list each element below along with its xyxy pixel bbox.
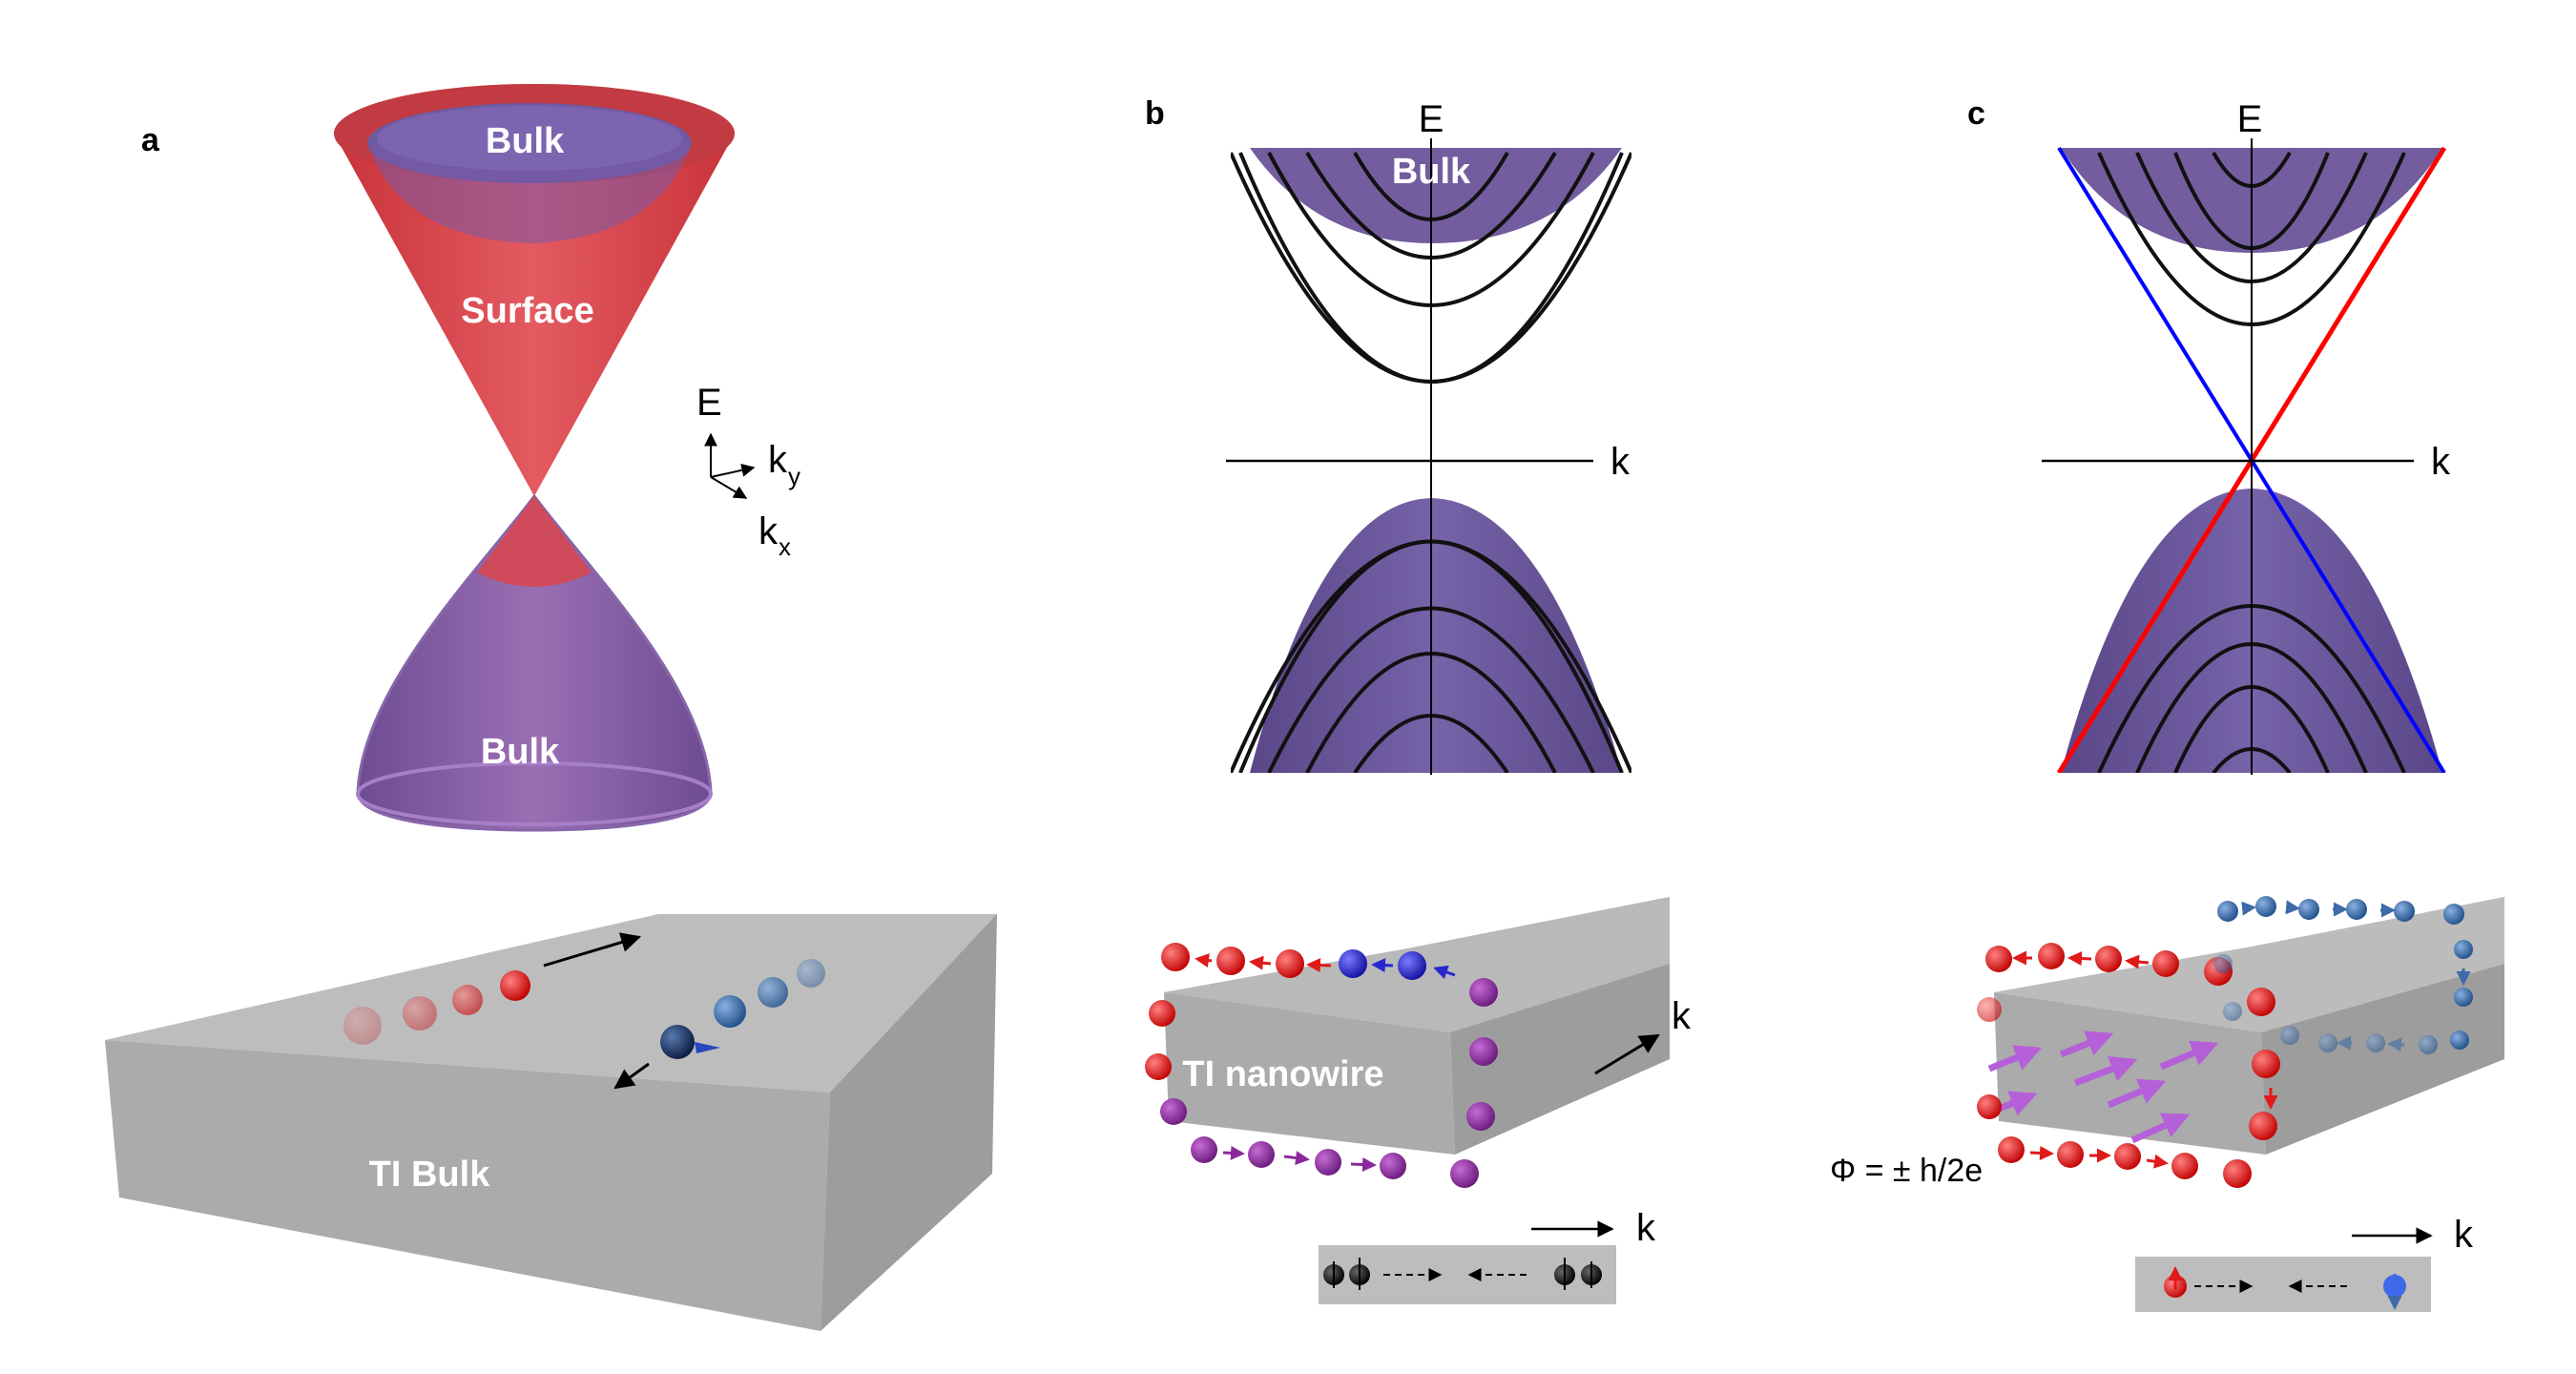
- axes-3d: E k y k x: [696, 382, 800, 561]
- wire-k-label-b: k: [1672, 995, 1692, 1037]
- axis-ky-subscript: y: [788, 462, 800, 490]
- spin-purple-row: [1160, 1098, 1406, 1179]
- ti-nanowire: TI nanowire k: [1164, 897, 1692, 1155]
- strip-k-label-b: k: [1636, 1207, 1656, 1249]
- spin-loop-b: [1145, 943, 1498, 1188]
- axis-k-label-c: k: [2431, 441, 2451, 483]
- panel-b-label: b: [1145, 95, 1165, 132]
- panel-a-label: a: [141, 122, 160, 158]
- bulk-cone-lower: [356, 493, 713, 832]
- bulk-valence-b: [1250, 498, 1622, 773]
- axis-e-label-b: E: [1419, 98, 1444, 140]
- wire-k-label-c: k: [2454, 1214, 2474, 1256]
- bulk-top-label: Bulk: [486, 121, 565, 161]
- axis-kx-label: k: [758, 510, 779, 552]
- bulk-conduction-b: [1250, 148, 1622, 243]
- panel-c: c E k: [1830, 95, 2504, 1312]
- panel-b: b E k Bulk: [1145, 95, 1692, 1304]
- axis-e-label-c: E: [2237, 98, 2263, 140]
- flux-label: Φ = ± h/2e: [1830, 1153, 1983, 1189]
- panel-a: a Bulk Surface Bulk E k y: [105, 84, 997, 1331]
- spin-strip-c: k: [2135, 1214, 2474, 1312]
- bulk-bottom-label: Bulk: [481, 732, 560, 772]
- dirac-cone-3d: Bulk Surface Bulk: [334, 84, 735, 832]
- axis-k-label-b: k: [1610, 441, 1631, 483]
- panel-c-label: c: [1967, 95, 1985, 132]
- spin-chain-red: [343, 932, 642, 1045]
- ti-nanowire-c: [1994, 897, 2504, 1155]
- axis-ky-label: k: [768, 439, 788, 481]
- spin-loop-red-c: [1977, 943, 2280, 1188]
- spin-blue-row: [1339, 949, 1498, 1188]
- spin-chain-blue: [613, 959, 825, 1090]
- spin-red-row: [1145, 943, 1332, 1080]
- surface-label: Surface: [461, 291, 593, 331]
- band-structure-b: [1231, 148, 1631, 773]
- ti-bulk-slab: TI Bulk: [105, 914, 997, 1331]
- nanowire-label: TI nanowire: [1182, 1054, 1383, 1094]
- surface-cone-lower: [477, 496, 592, 587]
- ti-bulk-label: TI Bulk: [369, 1155, 491, 1195]
- spin-strip-b: k: [1319, 1207, 1656, 1304]
- axis-kx-subscript: x: [779, 532, 791, 561]
- spin-loop-blue-c: [2213, 896, 2473, 1054]
- axis-e-label: E: [696, 382, 722, 424]
- bulk-label-b: Bulk: [1392, 152, 1471, 192]
